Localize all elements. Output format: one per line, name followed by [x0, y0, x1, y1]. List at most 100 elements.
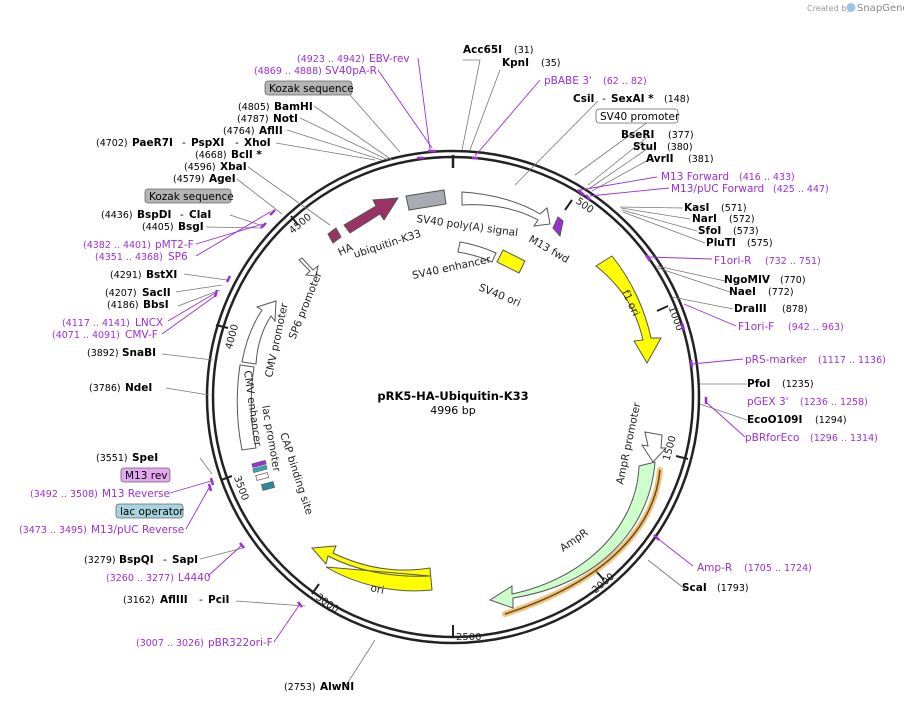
site-alwni[interactable]: AlwNI: [320, 681, 354, 693]
primer-pbabe3[interactable]: pBABE 3': [544, 75, 592, 87]
primer-lncx[interactable]: LNCX: [135, 317, 163, 329]
primer-pbrforeco[interactable]: pBRforEco: [745, 432, 799, 444]
primer-pmt2-f-pos: (4382 .. 4401): [83, 240, 151, 251]
f1-ori-feature[interactable]: [595, 255, 662, 365]
site-aflii[interactable]: AflII: [259, 125, 283, 137]
site-xbai[interactable]: XbaI: [220, 161, 247, 173]
cmv-enhancer-feature[interactable]: [236, 364, 257, 451]
primer-amp-r[interactable]: Amp-R: [697, 562, 732, 574]
site-snabi[interactable]: SnaBI: [122, 347, 156, 359]
site-pluti[interactable]: PluTI: [706, 237, 736, 249]
primer-ebv-rev[interactable]: EBV-rev: [369, 53, 410, 65]
site-bstxi[interactable]: BstXI: [146, 269, 177, 281]
m13-rev-box-label: M13 rev: [125, 470, 168, 482]
svg-text:-: -: [602, 93, 606, 105]
kozak-sequence-box-1[interactable]: [264, 80, 353, 96]
m13-fwd-feature[interactable]: [552, 216, 564, 238]
primer-pbr322ori-f[interactable]: pBR322ori-F: [208, 637, 273, 649]
ori-feature[interactable]: [310, 545, 433, 592]
site-spei[interactable]: SpeI: [132, 452, 158, 464]
sp6-promoter-feature[interactable]: [298, 257, 319, 277]
cap-binding-site-feature[interactable]: [260, 481, 276, 491]
primer-l4440[interactable]: L4440: [178, 572, 211, 584]
primer-m13puc-forward[interactable]: M13/pUC Forward: [671, 183, 764, 195]
lac-operator-box[interactable]: [115, 503, 184, 519]
site-draiii[interactable]: DraIII: [734, 303, 767, 315]
sv40-promoter-arrow-feature[interactable]: [461, 191, 551, 227]
sv40-promoter-box[interactable]: [595, 108, 679, 124]
primer-pmt2-f[interactable]: pMT2-F: [155, 239, 194, 251]
lac-operator-feature[interactable]: [252, 464, 268, 474]
site-bamhi[interactable]: BamHI: [274, 101, 313, 113]
primer-f1ori-f[interactable]: F1ori-F: [738, 321, 774, 333]
site-alwni-pos: (2753): [284, 682, 316, 693]
site-kasi[interactable]: KasI: [684, 202, 709, 214]
ampr-promoter-feature[interactable]: [640, 431, 668, 463]
sv40-polya-feature[interactable]: [405, 189, 447, 211]
site-bcli[interactable]: BclI *: [231, 149, 262, 161]
primer-sp6[interactable]: SP6: [168, 251, 188, 263]
site-nari[interactable]: NarI: [692, 213, 717, 225]
site-pcii[interactable]: PciI: [208, 594, 229, 606]
primer-m13puc-reverse[interactable]: M13/pUC Reverse: [91, 524, 184, 536]
sv40-enhancer-feature[interactable]: [457, 241, 497, 263]
site-acc65i[interactable]: Acc65I: [463, 44, 502, 56]
sv40-ori-feature[interactable]: [496, 249, 526, 274]
primer-cmv-f[interactable]: CMV-F: [125, 329, 158, 341]
ampr-feature[interactable]: [488, 461, 656, 609]
site-pspxi[interactable]: PspXI: [191, 137, 224, 149]
site-draiii-pos: (878): [782, 304, 808, 315]
site-sacii[interactable]: SacII: [142, 287, 171, 299]
site-pfoi[interactable]: PfoI: [747, 378, 770, 390]
site-sexai[interactable]: SexAI *: [611, 93, 654, 105]
m13-rev-box[interactable]: [120, 467, 171, 483]
site-scai[interactable]: ScaI: [682, 582, 707, 594]
site-csii[interactable]: CsiI: [573, 93, 594, 105]
cmv-promoter-feature[interactable]: [241, 300, 277, 365]
svg-text:-: -: [180, 209, 184, 221]
site-paer7i[interactable]: PaeR7I: [132, 137, 173, 149]
site-bspqi[interactable]: BspQI: [119, 554, 154, 566]
site-naei[interactable]: NaeI: [729, 286, 756, 298]
primer-prs-marker[interactable]: pRS-marker: [745, 354, 808, 366]
ha-feature[interactable]: [327, 227, 342, 244]
site-bsgi[interactable]: BsgI: [178, 221, 204, 233]
site-bspdi[interactable]: BspDI: [137, 209, 171, 221]
site-avrii[interactable]: AvrII: [646, 153, 674, 165]
sv40-polya-label: SV40 poly(A) signal: [416, 213, 519, 239]
site-stui[interactable]: StuI: [633, 141, 657, 153]
site-xhoi[interactable]: XhoI: [244, 137, 271, 149]
site-kpni-pos: (35): [541, 58, 561, 69]
site-nari-pos: (572): [729, 214, 755, 225]
site-sfoi[interactable]: SfoI: [698, 225, 721, 237]
lac-promoter-feature[interactable]: [255, 472, 270, 481]
site-ndei-pos: (3786): [89, 383, 121, 394]
primer-pgex3[interactable]: pGEX 3': [747, 396, 789, 408]
site-noti[interactable]: NotI: [273, 113, 298, 125]
sv40-enhancer-label: SV40 enhancer: [411, 253, 492, 282]
m13-rev-feature[interactable]: [251, 459, 267, 469]
site-bseri[interactable]: BseRI: [621, 129, 654, 141]
site-bsgi-pos: (4405): [142, 222, 174, 233]
site-bbsi[interactable]: BbsI: [143, 299, 169, 311]
site-ecoo109i[interactable]: EcoO109I: [747, 414, 802, 426]
site-paer7i-pos: (4702): [96, 138, 128, 149]
primer-m13-reverse[interactable]: M13 Reverse: [102, 488, 170, 500]
site-ndei[interactable]: NdeI: [125, 382, 152, 394]
ubiquitin-k33-feature[interactable]: [343, 197, 399, 234]
svg-text:-: -: [199, 594, 203, 606]
primer-sv40pa-r[interactable]: SV40pA-R: [325, 65, 377, 77]
primer-m13-forward[interactable]: M13 Forward: [661, 171, 729, 183]
site-clai[interactable]: ClaI: [189, 209, 211, 221]
site-kpni[interactable]: KpnI: [502, 57, 529, 69]
site-agei[interactable]: AgeI: [209, 173, 236, 185]
site-ngomiv[interactable]: NgoMIV: [724, 274, 771, 286]
kozak-sequence-box-2[interactable]: [144, 188, 232, 204]
primer-cmv-f-pos: (4071 .. 4091): [52, 330, 120, 341]
site-avrii-pos: (381): [688, 154, 714, 165]
site-ngomiv-pos: (770): [780, 275, 806, 286]
site-afliii[interactable]: AflIII: [160, 594, 188, 606]
site-sapi[interactable]: SapI: [172, 554, 198, 566]
primer-f1ori-r[interactable]: F1ori-R: [714, 255, 751, 267]
ubiquitin-k33-label: ubiquitin-K33: [352, 228, 422, 261]
